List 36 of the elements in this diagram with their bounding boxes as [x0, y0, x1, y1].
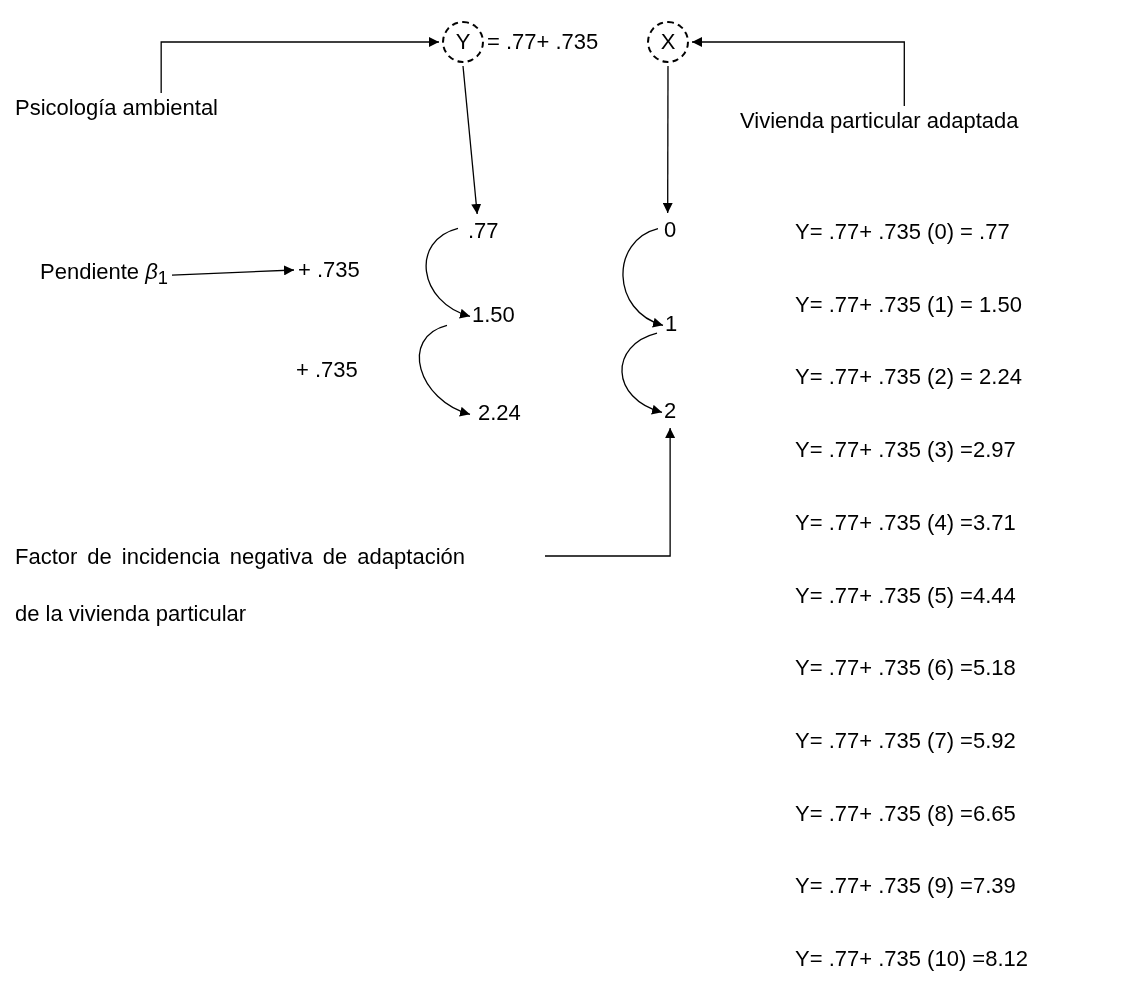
- equation-row: Y= .77+ .735 (10) =8.12: [795, 946, 1028, 972]
- value-label: .77: [468, 218, 499, 244]
- arrow: [160, 37, 440, 94]
- arrow: [418, 324, 471, 416]
- equation-row: Y= .77+ .735 (9) =7.39: [795, 873, 1016, 900]
- arrow: [622, 228, 664, 327]
- equation-row: Y= .77+ .735 (8) =6.65: [795, 800, 1016, 827]
- arrow: [171, 265, 295, 276]
- equation-row: Y= .77+ .735 (7) =5.92: [795, 727, 1016, 754]
- equation-row: Y= .77+ .735 (4) =3.71: [795, 509, 1016, 536]
- variable-circle: Y: [442, 21, 484, 63]
- increment-label: + .735: [296, 357, 358, 383]
- equation-row: Y= .77+ .735 (6) =5.18: [795, 655, 1016, 682]
- variable-name: Vivienda particular adaptada: [740, 108, 1019, 134]
- value-label: 1: [665, 311, 678, 337]
- increment-label: + .735: [298, 257, 360, 283]
- equation-row: Y= .77+ .735 (3) =2.97: [795, 437, 1016, 464]
- value-label: 2.24: [478, 400, 521, 426]
- factor-note: Factor de incidencia negativa de adaptación de la vivienda particular: [15, 528, 465, 642]
- equation-row: Y= .77+ .735 (0) = .77: [795, 219, 1010, 245]
- arrow: [462, 65, 482, 215]
- arrow: [662, 65, 673, 214]
- slope-label: Pendiente β$_{1}$: [40, 259, 168, 292]
- arrow: [691, 37, 905, 107]
- arrow: [544, 427, 676, 557]
- value-label: 0: [664, 217, 677, 243]
- equation-row: Y= .77+ .735 (5) =4.44: [795, 582, 1016, 609]
- variable-circle: X: [647, 21, 689, 63]
- equation-row: Y= .77+ .735 (2) = 2.24: [795, 364, 1022, 391]
- arrow: [621, 332, 663, 414]
- variable-name: Psicología ambiental: [15, 95, 218, 121]
- arrow: [425, 227, 471, 318]
- value-label: 1.50: [472, 302, 515, 328]
- equation-row: Y= .77+ .735 (1) = 1.50: [795, 291, 1022, 318]
- equation-text: = .77+ .735: [487, 29, 599, 55]
- value-label: 2: [664, 398, 677, 424]
